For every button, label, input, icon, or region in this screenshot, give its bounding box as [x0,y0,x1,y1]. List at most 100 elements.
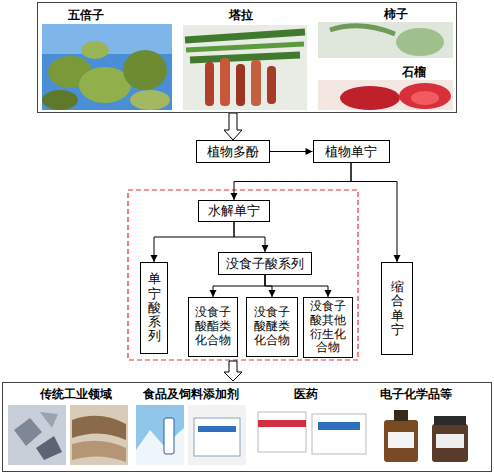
connector-line [234,163,351,200]
photo-caption: 传统工业领域 [39,387,113,401]
arrow-head [262,245,269,252]
connector [231,163,352,200]
medicine-stripe [258,420,306,427]
medicine-stripe [318,422,360,430]
arrow-head [231,193,238,200]
gall [42,90,78,110]
tara-photo [183,25,307,110]
reagent-jar [432,424,468,462]
box-label: 植物多酚 [207,144,259,160]
persimmon-photo [318,22,453,58]
photo-caption: 塔拉 [228,8,254,22]
ice [136,428,184,465]
compound-box: 没食子酸其他衍生化合物 [303,297,353,358]
medicine-box [312,414,366,454]
metal [40,412,58,428]
photo-caption: 食品及饲料添加剂 [142,387,240,401]
gallnut-photo [42,24,172,110]
additive-photo [188,405,246,465]
arrow-head [269,290,276,297]
application-frame: 传统工业领域 食品及饲料添加剂 医药 电子化学品等 [2,382,492,472]
bottle [164,418,174,454]
metal [14,418,42,446]
photo-ground [70,405,128,465]
box-label: 缩合单宁 [391,280,404,337]
package [194,418,240,456]
connector [224,113,242,140]
photo-caption: 柿子 [383,7,409,21]
seeds [411,91,439,105]
pomegranate [399,83,451,109]
photo-ground [188,405,246,465]
reagent-bottle [384,420,418,462]
photo-ground [136,405,184,465]
connector [210,275,266,297]
pod [267,66,276,104]
box-label: 没食子酸酯类化合物 [191,306,235,347]
connector [270,148,313,155]
compound-box: 没食子酸酯类化合物 [188,297,238,357]
jar-label [436,434,464,448]
photo-caption: 医药 [293,387,319,401]
box-label: 没食子酸醚类化合物 [249,306,295,347]
photo-caption: 电子化学品等 [379,387,453,401]
arrow-head [325,290,332,297]
leaves [185,32,305,60]
leather-photo [70,405,128,465]
persimmon [396,28,444,56]
industry-photo [8,405,66,465]
bottle-label [388,432,414,448]
compound-box: 没食子酸醚类化合物 [246,297,298,357]
dashed-region [128,190,358,360]
connector [351,163,401,262]
process-box: 植物单宁 [313,140,390,163]
pod [236,64,245,106]
box-label: 单宁酸系列 [148,272,161,343]
sky [42,24,172,110]
pod [251,60,261,106]
box-label: 水解单宁 [208,203,260,219]
gall [81,41,109,59]
hollow-arrow [224,113,242,140]
hollow-arrow [224,361,242,381]
chemical-photo [384,410,468,462]
jar-lid [434,416,466,425]
photo-caption: 五倍子 [67,8,105,22]
process-box: 水解单宁 [198,200,270,222]
connector-line [265,275,328,297]
connector-line [351,163,397,262]
vertical-box: 单宁酸系列 [140,262,168,354]
photo-ground [318,80,453,110]
leather [72,441,126,462]
medicine-photo [258,412,366,454]
pod [205,62,214,106]
package-band [198,426,236,432]
process-box: 植物多酚 [196,140,270,163]
leaf [330,26,395,34]
bottle-cap [394,410,408,421]
pomegranate-photo [318,80,453,110]
box-label: 没食子酸其他衍生化合物 [306,300,350,355]
gall [123,50,167,90]
metal [36,436,62,460]
arrow-head [306,148,313,155]
leather [72,416,126,440]
arrow-head [151,255,158,262]
connector-line [213,275,265,297]
connector [234,222,269,252]
process-box: 没食子酸系列 [218,252,312,275]
photo-caption: 石榴 [401,65,427,79]
arrow-head [394,255,401,262]
beverage-photo [136,405,184,465]
source-frame: 五倍子 塔拉 柿子石榴 [37,2,457,113]
medicine-box [258,412,306,452]
photo-ground [318,22,453,58]
gall [130,90,170,110]
connector-line [234,222,265,252]
box-label: 植物单宁 [325,144,377,160]
connector [265,275,332,297]
photo-ground [8,405,66,465]
leaves [186,44,304,50]
photo-ground [183,25,307,110]
